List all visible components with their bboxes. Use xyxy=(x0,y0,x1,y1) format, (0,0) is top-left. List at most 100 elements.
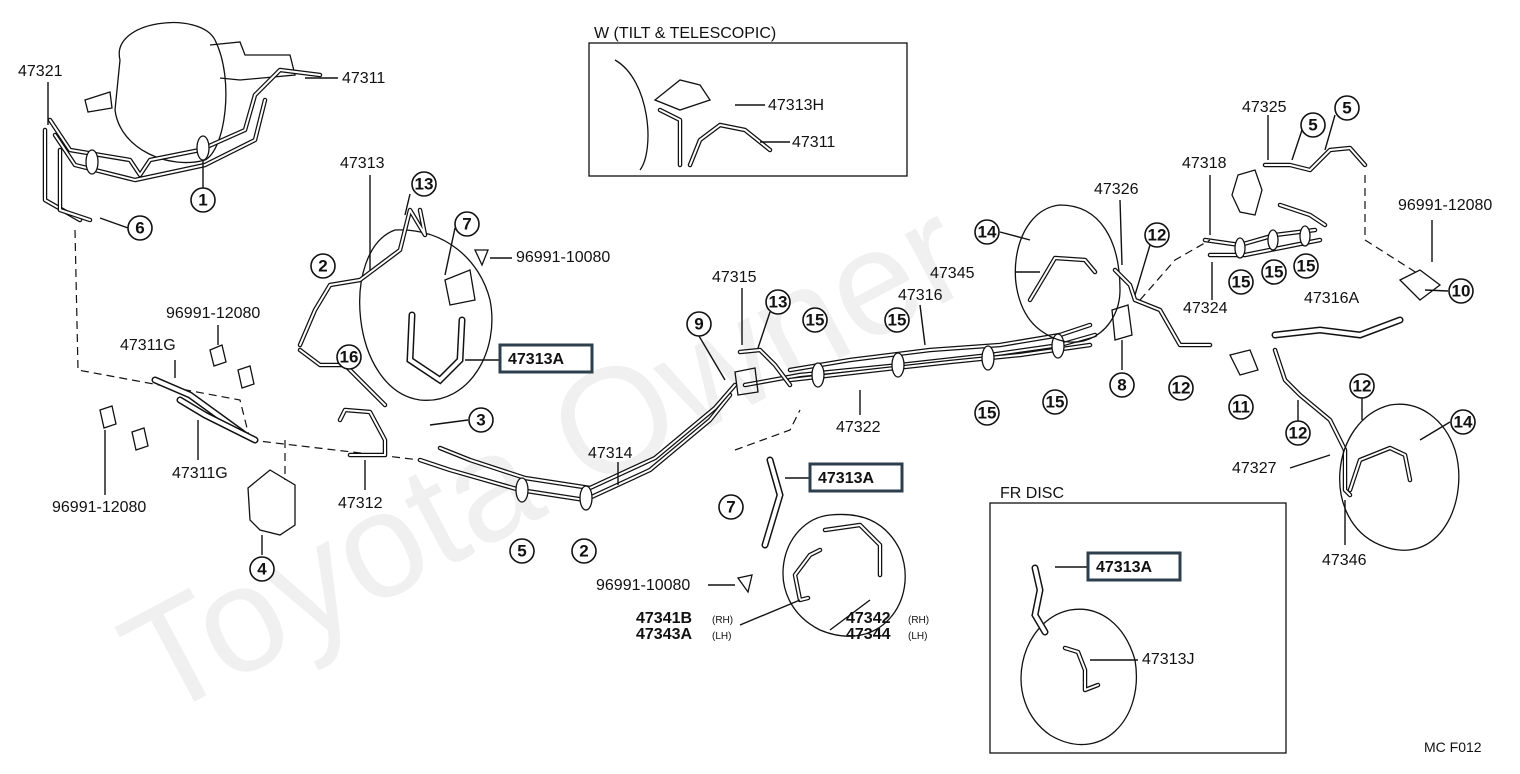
highlight-box-47313a-left xyxy=(498,343,594,374)
svg-text:9: 9 xyxy=(694,315,703,334)
part-label-47313a-left: 47313A xyxy=(508,351,564,368)
svg-text:8: 8 xyxy=(1117,376,1126,395)
part-label-47326: 47326 xyxy=(1094,181,1139,198)
callout-5-lower: 5 xyxy=(509,538,535,564)
svg-text:7: 7 xyxy=(462,215,471,234)
callout-7-upper: 7 xyxy=(454,211,480,237)
part-label-96991-12080-left-top: 96991-12080 xyxy=(166,305,260,322)
part-label-47313h: 47313H xyxy=(768,97,824,114)
part-side-47341b: (RH) xyxy=(712,615,733,626)
part-label-47313j: 47313J xyxy=(1142,651,1195,668)
part-label-47312: 47312 xyxy=(338,495,383,512)
callout-6: 6 xyxy=(127,215,153,241)
svg-text:15: 15 xyxy=(978,404,997,423)
callout-15-a: 15 xyxy=(802,307,828,333)
part-label-47343a: 47343A xyxy=(636,626,692,643)
svg-text:5: 5 xyxy=(1342,99,1351,118)
svg-text:6: 6 xyxy=(135,219,144,238)
part-label-47344: 47344 xyxy=(846,626,891,643)
callout-1: 1 xyxy=(190,187,216,213)
part-label-47324: 47324 xyxy=(1183,300,1228,317)
part-label-47321: 47321 xyxy=(18,63,63,80)
svg-text:14: 14 xyxy=(1454,413,1473,432)
callout-5-top-right: 5 xyxy=(1334,95,1360,121)
svg-text:3: 3 xyxy=(476,411,485,430)
svg-text:11: 11 xyxy=(1232,398,1250,417)
highlight-box-47313a-inset xyxy=(1086,551,1182,582)
callout-12-right-bottom: 12 xyxy=(1285,420,1311,446)
part-label-47311g-bottom: 47311G xyxy=(172,465,228,482)
part-label-47311g-top: 47311G xyxy=(120,337,176,354)
callout-11: 11 xyxy=(1228,394,1254,420)
svg-text:2: 2 xyxy=(579,542,588,561)
svg-text:10: 10 xyxy=(1452,282,1471,301)
inset-title-tilt-telescopic: W (TILT & TELESCOPIC) xyxy=(594,25,776,42)
part-label-47316: 47316 xyxy=(898,287,943,304)
callout-15-e: 15 xyxy=(1228,269,1254,295)
svg-text:15: 15 xyxy=(1265,263,1284,282)
callout-16: 16 xyxy=(336,344,362,370)
part-label-47313a-inset: 47313A xyxy=(1096,559,1152,576)
part-label-47315: 47315 xyxy=(712,269,757,286)
part-label-96991-10080-top: 96991-10080 xyxy=(516,249,610,266)
svg-text:5: 5 xyxy=(517,542,526,561)
part-label-47322: 47322 xyxy=(836,419,881,436)
callout-2-upper: 2 xyxy=(310,253,336,279)
brake-booster-drawing xyxy=(84,21,296,164)
svg-text:13: 13 xyxy=(769,293,788,312)
svg-text:15: 15 xyxy=(1232,273,1251,292)
callout-2-lower: 2 xyxy=(571,538,597,564)
svg-text:5: 5 xyxy=(1308,116,1317,135)
callout-12-top: 12 xyxy=(1144,222,1170,248)
callout-7-lower: 7 xyxy=(718,494,744,520)
callout-9: 9 xyxy=(686,311,712,337)
callout-15-c: 15 xyxy=(974,400,1000,426)
part-side-47342: (RH) xyxy=(908,615,929,626)
part-label-47316a: 47316A xyxy=(1304,290,1359,307)
part-label-96991-12080-right: 96991-12080 xyxy=(1398,197,1492,214)
callout-3: 3 xyxy=(468,407,494,433)
callout-12-right-top: 12 xyxy=(1349,373,1375,399)
callout-10: 10 xyxy=(1448,278,1474,304)
callout-13-center: 13 xyxy=(765,289,791,315)
diagram-code: MC F012 xyxy=(1424,739,1482,755)
svg-text:15: 15 xyxy=(1297,257,1316,276)
inset-title-fr-disc: FR DISC xyxy=(1000,485,1064,502)
svg-text:1: 1 xyxy=(198,191,207,210)
svg-text:13: 13 xyxy=(415,175,434,194)
part-label-47345: 47345 xyxy=(930,265,975,282)
svg-text:15: 15 xyxy=(1046,393,1065,412)
part-label-47313: 47313 xyxy=(340,155,385,172)
callout-14-left: 14 xyxy=(974,219,1000,245)
callout-8: 8 xyxy=(1109,372,1135,398)
part-label-47311-inset: 47311 xyxy=(792,134,835,151)
part-side-47344: (LH) xyxy=(908,631,927,642)
part-label-47314: 47314 xyxy=(588,445,633,462)
callout-14-right: 14 xyxy=(1450,409,1476,435)
svg-text:12: 12 xyxy=(1148,226,1167,245)
svg-text:12: 12 xyxy=(1172,379,1191,398)
svg-text:14: 14 xyxy=(978,223,997,242)
callout-15-b: 15 xyxy=(884,307,910,333)
svg-text:7: 7 xyxy=(726,498,735,517)
part-label-96991-12080-left-bottom: 96991-12080 xyxy=(52,499,146,516)
svg-text:4: 4 xyxy=(257,560,267,579)
part-label-47311: 47311 xyxy=(342,70,385,87)
callout-13-left: 13 xyxy=(411,171,437,197)
callout-15-d: 15 xyxy=(1042,389,1068,415)
part-label-47341b: 47341B xyxy=(636,610,692,627)
svg-text:15: 15 xyxy=(888,311,907,330)
highlight-box-47313a-center xyxy=(808,462,904,493)
part-label-47342: 47342 xyxy=(846,610,891,627)
svg-text:16: 16 xyxy=(340,348,359,367)
callout-15-g: 15 xyxy=(1293,253,1319,279)
part-label-47346: 47346 xyxy=(1322,552,1367,569)
part-label-47313a-center: 47313A xyxy=(818,470,874,487)
svg-text:12: 12 xyxy=(1289,424,1308,443)
callout-15-f: 15 xyxy=(1261,259,1287,285)
inset-box-tilt-telescopic xyxy=(588,42,908,177)
callout-5-top-left: 5 xyxy=(1300,112,1326,138)
part-label-47325: 47325 xyxy=(1242,99,1287,116)
